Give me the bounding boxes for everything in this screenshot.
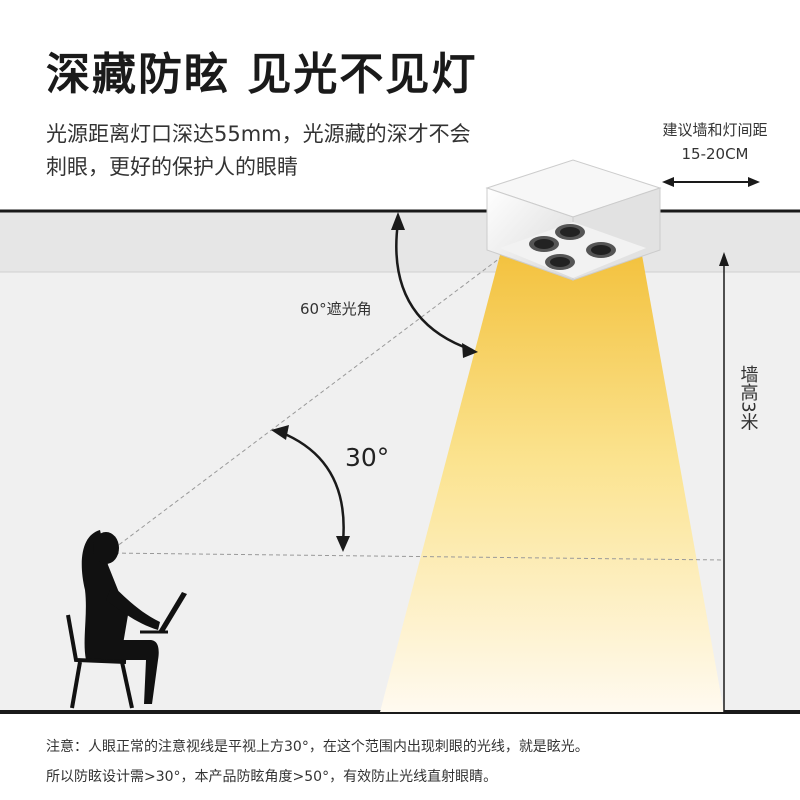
shading-angle-arc xyxy=(395,221,473,352)
lens-icon xyxy=(529,236,559,252)
arrow-down-icon xyxy=(336,536,350,552)
description-text: 光源距离灯口深达55mm，光源藏的深才不会刺眼，更好的保护人的眼睛 xyxy=(46,122,471,179)
spacing-note: 建议墙和灯间距 15-20CM xyxy=(640,118,790,166)
light-beam xyxy=(380,255,724,712)
headline: 深藏防眩 见光不见灯 xyxy=(46,49,478,100)
distance-arrow xyxy=(662,177,760,187)
lens-icon xyxy=(586,242,616,258)
lens-icon xyxy=(555,224,585,240)
arrow-left-icon xyxy=(271,425,289,440)
laptop-icon xyxy=(158,592,187,632)
arrow-right-icon xyxy=(462,343,478,358)
spotlight-fixture xyxy=(485,159,662,281)
lens-icon xyxy=(545,254,575,270)
seated-person-silhouette xyxy=(66,530,187,709)
chair-icon xyxy=(66,614,127,664)
horizontal-sight-line xyxy=(107,552,725,561)
spacing-note-line2: 15-20CM xyxy=(681,145,749,163)
view-angle-arc xyxy=(279,430,345,543)
footnote: 注意：人眼正常的注意视线是平视上方30°，在这个范围内出现刺眼的光线，就是眩光。… xyxy=(46,732,786,792)
cutoff-sight-line xyxy=(107,257,501,554)
arrow-up-icon xyxy=(391,212,405,230)
footnote-line1: 注意：人眼正常的注意视线是平视上方30°，在这个范围内出现刺眼的光线，就是眩光。 xyxy=(46,739,589,755)
wall-height-label: 墙高3米 xyxy=(738,365,759,431)
spacing-note-line1: 建议墙和灯间距 xyxy=(662,121,768,139)
height-arrow xyxy=(719,252,729,712)
footnote-line2: 所以防眩设计需>30°，本产品防眩角度>50°，有效防止光线直射眼睛。 xyxy=(46,769,498,785)
shading-angle-label: 60°遮光角 xyxy=(300,300,372,318)
view-angle-label: 30° xyxy=(345,443,389,472)
